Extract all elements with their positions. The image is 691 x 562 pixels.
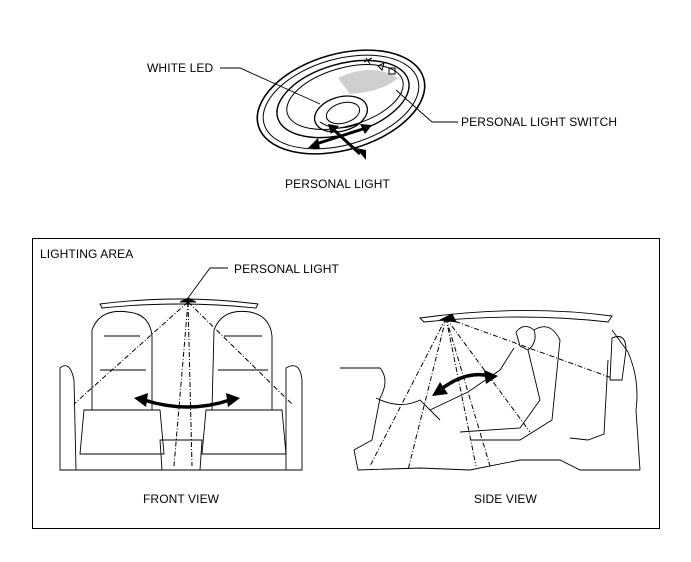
personal-light-switch-label: PERSONAL LIGHT SWITCH <box>461 115 618 129</box>
front-view-caption: FRONT VIEW <box>143 492 220 506</box>
personal-light-caption: PERSONAL LIGHT <box>285 177 390 191</box>
side-view-drawing <box>340 310 641 471</box>
lighting-area-title: LIGHTING AREA <box>40 247 134 261</box>
personal-light-unit-drawing <box>220 49 458 160</box>
personal-light-callout: PERSONAL LIGHT <box>234 262 339 276</box>
white-led-label: WHITE LED <box>147 61 214 75</box>
lighting-area-frame <box>32 238 660 529</box>
front-view-drawing <box>59 267 303 471</box>
side-view-caption: SIDE VIEW <box>474 492 537 506</box>
